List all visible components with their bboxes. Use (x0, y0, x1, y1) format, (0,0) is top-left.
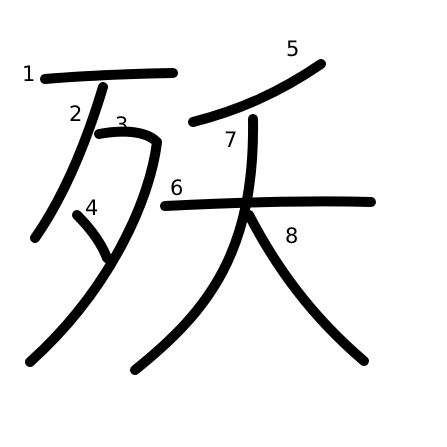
stroke-2 (30, 82, 108, 243)
stroke-number-6: 6 (170, 176, 183, 200)
stroke-number-1: 1 (22, 62, 35, 86)
stroke-3 (25, 126, 162, 367)
stroke-number-2: 2 (69, 102, 82, 126)
stroke-5 (188, 59, 326, 127)
stroke-number-7: 7 (224, 128, 237, 152)
stroke-1 (40, 68, 178, 84)
stroke-6 (160, 196, 376, 211)
stroke-number-8: 8 (285, 224, 298, 248)
stroke-7 (130, 114, 259, 375)
stroke-number-4: 4 (85, 196, 98, 220)
stroke-number-5: 5 (286, 37, 299, 61)
stroke-8 (244, 210, 369, 366)
stroke-4 (72, 210, 112, 263)
stroke-number-3: 3 (115, 113, 128, 137)
